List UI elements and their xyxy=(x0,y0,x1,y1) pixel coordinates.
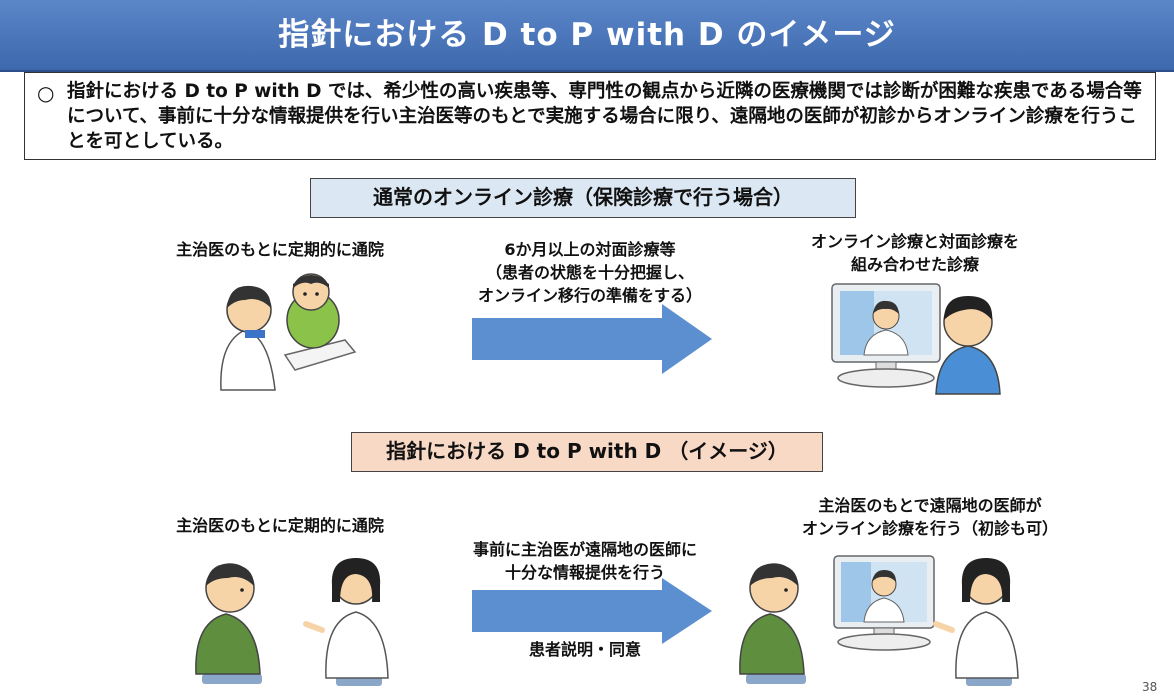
dtopwithd-right-label-line2: オンライン診療を行う（初診も可） xyxy=(801,519,1058,538)
normal-right-label-line1: オンライン診療と対面診療を xyxy=(810,232,1019,251)
dtopwithd-arrow-label-line1: 事前に主治医が遠隔地の医師に xyxy=(472,540,697,559)
title-bar: 指針における D to P with D のイメージ xyxy=(0,0,1174,72)
page-number: 38 xyxy=(1142,680,1158,694)
normal-right-label-line2: 組み合わせた診療 xyxy=(850,255,979,274)
online-monitor-illustration xyxy=(831,283,1001,395)
normal-arrow-label-line3: オンライン移行の準備をする） xyxy=(477,286,702,305)
normal-flow-arrow xyxy=(472,304,712,374)
section-dtopwithd-title: 指針における D to P with D （イメージ） xyxy=(351,432,823,472)
normal-arrow-label-line1: 6か月以上の対面診療等 xyxy=(504,240,676,259)
normal-left-label: 主治医のもとに定期的に通院 xyxy=(176,240,384,259)
dtopwithd-arrow-label-line2: 十分な情報提供を行う xyxy=(504,563,665,582)
patient-doctor-illustration xyxy=(195,558,389,686)
dtopwithd-flow-arrow xyxy=(472,578,712,644)
normal-right-label: オンライン診療と対面診療を 組み合わせた診療 xyxy=(770,230,1060,276)
notice-text: 指針における D to P with D では、希少性の高い疾患等、専門性の観点… xyxy=(67,81,1142,152)
section-normal-title: 通常のオンライン診療（保険診療で行う場合） xyxy=(310,178,856,218)
dtopwithd-left-label: 主治医のもとに定期的に通院 xyxy=(176,516,384,535)
normal-arrow-label: 6か月以上の対面診療等 （患者の状態を十分把握し、 オンライン移行の準備をする） xyxy=(440,238,740,307)
dtopwithd-right-label-line1: 主治医のもとで遠隔地の医師が xyxy=(818,496,1042,515)
dtopwithd-arrow-label: 事前に主治医が遠隔地の医師に 十分な情報提供を行う xyxy=(430,538,740,584)
dtopwithd-arrow-bottom-label: 患者説明・同意 xyxy=(528,640,641,659)
remote-consultation-illustration xyxy=(739,555,1019,686)
doctor-child-illustration xyxy=(220,273,357,391)
page-title: 指針における D to P with D のイメージ xyxy=(278,17,896,53)
dtopwithd-right-label: 主治医のもとで遠隔地の医師が オンライン診療を行う（初診も可） xyxy=(780,494,1080,540)
notice-box: ○ 指針における D to P with D では、希少性の高い疾患等、専門性の… xyxy=(24,72,1156,160)
normal-arrow-label-line2: （患者の状態を十分把握し、 xyxy=(485,263,694,282)
notice-bullet: ○ xyxy=(37,81,55,105)
